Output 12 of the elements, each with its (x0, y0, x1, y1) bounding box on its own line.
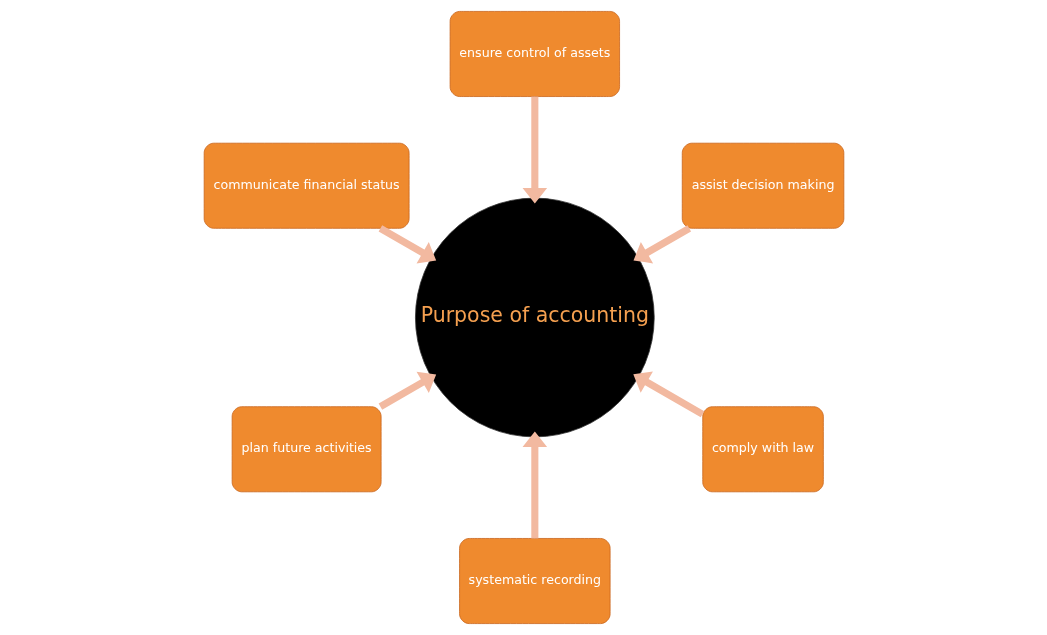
node-box: communicate financial status (203, 142, 409, 229)
node-box: ensure control of assets (449, 11, 620, 97)
arrow (632, 371, 704, 418)
arrow (378, 371, 436, 410)
node-box: assist decision making (681, 142, 844, 229)
arrow (522, 96, 547, 204)
node-box: systematic recording (458, 538, 610, 624)
arrow (633, 225, 691, 264)
arrow (378, 225, 436, 264)
arrow (522, 431, 547, 539)
node-box: plan future activities (231, 406, 381, 493)
node-box: comply with law (701, 406, 824, 493)
